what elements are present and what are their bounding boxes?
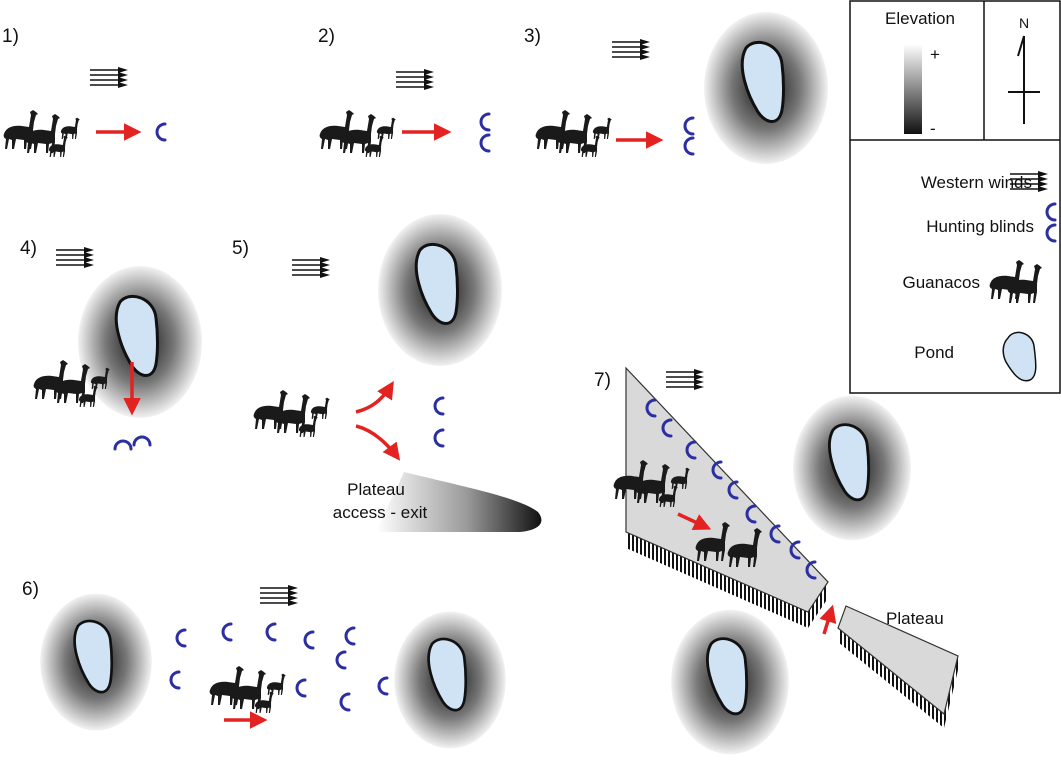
panel-1: 1) [2, 26, 167, 157]
plateau-access-label-line1: Plateau [347, 480, 405, 499]
hunting-blind-icon [433, 428, 445, 448]
plateau-access-label-line2: access - exit [333, 503, 428, 522]
guanaco-herd-icon [254, 390, 330, 437]
guanaco-herd-icon [4, 110, 80, 157]
hunting-blind-icon [479, 133, 491, 153]
plateau-cliff-edge [944, 656, 958, 728]
hunting-blind-icon [433, 396, 445, 416]
wind-icon [395, 68, 435, 91]
panel-7-label: 7) [594, 370, 611, 391]
pond-elevation-icon [791, 394, 913, 542]
hunting-blind-icon [113, 439, 133, 451]
panel-3-label: 3) [524, 26, 541, 47]
elevation-gradient-bar [904, 44, 922, 134]
movement-arrow-icon [819, 604, 837, 635]
plateau-access-shape [376, 472, 542, 532]
wind-icon [665, 368, 705, 391]
pond-elevation-icon [376, 212, 504, 368]
panel-3: 3) [524, 10, 830, 166]
panel-2-label: 2) [318, 26, 335, 47]
wind-icon [611, 38, 651, 61]
legend: Elevation + - N Western winds Hunting bl… [849, 0, 1061, 394]
legend-label-pond: Pond [914, 343, 954, 362]
wind-icon [55, 246, 95, 269]
movement-arrow-icon [355, 424, 401, 461]
north-label: N [1019, 15, 1029, 31]
hunting-blind-icon [132, 435, 152, 447]
wind-icon [259, 584, 299, 607]
panel-4-label: 4) [20, 238, 37, 259]
plateau-shape [837, 605, 959, 716]
wind-icon [89, 66, 129, 89]
hunting-blind-icon [683, 136, 695, 156]
legend-label-western-winds: Western winds [921, 173, 1032, 192]
panel-4: 4) [20, 238, 204, 451]
plateau-cliff-edge [838, 628, 944, 728]
elevation-minus: - [930, 119, 936, 138]
panel-2: 2) [318, 26, 491, 157]
panel-7: 7) Plateau [594, 366, 959, 756]
legend-label-hunting-blinds: Hunting blinds [926, 217, 1034, 236]
pond-elevation-icon [702, 10, 830, 166]
pond-elevation-icon [669, 608, 791, 756]
panel-1-label: 1) [2, 26, 19, 47]
guanaco-herd-icon [210, 666, 286, 713]
pond-elevation-icon [76, 264, 204, 420]
panel-6-label: 6) [22, 579, 39, 600]
plateau-cliff-edge [626, 532, 808, 628]
pond-icon [1002, 331, 1037, 382]
guanaco-herd-icon [536, 110, 612, 157]
north-arrow-icon: N [1008, 15, 1040, 124]
hunting-blind-icon [683, 116, 695, 136]
movement-arrow-icon [677, 512, 712, 531]
pond-elevation-icon [392, 610, 508, 750]
panel-5: 5) Plateau access - exit [232, 212, 542, 532]
legend-box [849, 0, 1061, 394]
hunting-blinds-group [169, 622, 389, 712]
panel-6: 6) [22, 579, 508, 750]
wind-icon [291, 256, 331, 279]
hunting-blind-icon [479, 112, 491, 132]
guanaco-herd-icon [320, 110, 396, 157]
elevation-plus: + [930, 45, 940, 64]
plateau-label: Plateau [886, 609, 944, 628]
elevation-title: Elevation [885, 9, 955, 28]
pond-elevation-icon [38, 592, 154, 732]
legend-label-guanacos: Guanacos [903, 273, 981, 292]
plateau-cliff-edge [808, 582, 828, 628]
hunting-blind-icon [155, 122, 167, 142]
movement-arrow-icon [355, 381, 394, 414]
panel-5-label: 5) [232, 238, 249, 259]
